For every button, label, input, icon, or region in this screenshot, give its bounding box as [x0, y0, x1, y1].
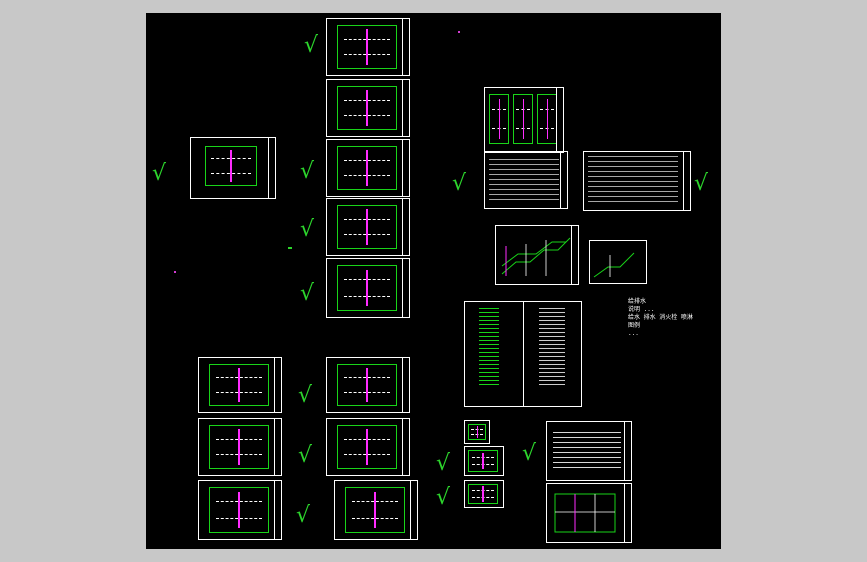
floor-plan	[205, 146, 257, 186]
floor-plan	[345, 487, 405, 533]
check-mark-icon: √	[300, 217, 315, 242]
legend-line: 图例	[628, 322, 641, 329]
check-mark-icon: √	[298, 383, 313, 408]
drawing-sheet-site-plan[interactable]	[190, 137, 276, 199]
drawing-sheet-riser-diagram[interactable]	[464, 301, 582, 407]
title-block	[683, 152, 690, 210]
floor-plan	[209, 487, 269, 533]
check-mark-icon: √	[436, 451, 451, 476]
floor-plan	[209, 364, 269, 406]
drawing-sheet-floor-1[interactable]	[326, 18, 410, 76]
check-mark-icon: √	[436, 485, 451, 510]
drainage-schematic	[593, 252, 635, 278]
check-mark-icon: √	[452, 171, 467, 196]
title-block	[402, 419, 409, 475]
drawing-sheet-floor-3[interactable]	[326, 139, 410, 197]
title-block	[402, 199, 409, 255]
title-block	[402, 80, 409, 136]
title-block	[402, 259, 409, 317]
drawing-sheet-floor-5[interactable]	[326, 258, 410, 318]
design-notes-text	[588, 156, 678, 206]
title-block	[560, 152, 567, 208]
drawing-sheet-material-list[interactable]	[546, 421, 632, 481]
floor-plan	[209, 425, 269, 469]
check-mark-icon: √	[694, 171, 709, 196]
cad-model-space[interactable]: √ √ √ √ √	[146, 13, 721, 549]
title-block	[624, 422, 631, 480]
title-block	[402, 140, 409, 196]
check-mark-icon: √	[152, 161, 167, 186]
pump-room-schematic	[554, 493, 616, 533]
floor-plan	[337, 25, 397, 69]
drawing-sheet-unit-b2[interactable]	[326, 418, 410, 476]
sheet-divider	[523, 302, 524, 406]
check-mark-icon: √	[296, 503, 311, 528]
title-block	[624, 484, 631, 542]
detail-view	[537, 94, 557, 144]
check-mark-icon: √	[300, 159, 315, 184]
drawing-sheet-drainage-diagram[interactable]	[589, 240, 647, 284]
material-table	[553, 428, 621, 472]
water-supply-schematic	[501, 237, 571, 276]
drawing-sheet-equipment-table[interactable]	[484, 151, 568, 209]
drawing-sheet-floor-2[interactable]	[326, 79, 410, 137]
floor-plan	[337, 205, 397, 249]
floor-plan	[337, 364, 397, 406]
title-block	[402, 358, 409, 412]
title-block	[402, 19, 409, 75]
drawing-sheet-pump-room[interactable]	[546, 483, 632, 543]
detail-view	[468, 424, 486, 440]
drawing-sheet-small-3[interactable]	[464, 480, 504, 508]
drawing-sheet-details[interactable]	[484, 87, 564, 153]
detail-view	[489, 94, 509, 144]
legend-line: 给排水	[628, 298, 647, 305]
detail-view	[513, 94, 533, 144]
equipment-table	[489, 156, 559, 204]
drawing-sheet-small-2[interactable]	[464, 446, 504, 476]
legend-line: 说明 ...	[628, 306, 655, 313]
drawing-sheet-floor-4[interactable]	[326, 198, 410, 256]
drawing-sheet-design-notes[interactable]	[583, 151, 691, 211]
drawing-sheet-system-diagram[interactable]	[495, 225, 579, 285]
drawing-sheet-unit-a2[interactable]	[198, 418, 282, 476]
title-block	[268, 138, 275, 198]
detail-view	[468, 450, 498, 472]
title-block	[274, 358, 281, 412]
drawing-sheet-unit-b3[interactable]	[334, 480, 418, 540]
riser-lines-left	[479, 308, 499, 388]
stray-point	[458, 31, 460, 33]
title-block	[556, 88, 563, 152]
title-block	[410, 481, 417, 539]
drawing-sheet-unit-a3[interactable]	[198, 480, 282, 540]
check-mark-icon: √	[298, 443, 313, 468]
drawing-sheet-unit-a1[interactable]	[198, 357, 282, 413]
drawing-sheet-small-1[interactable]	[464, 420, 490, 444]
floor-plan	[337, 146, 397, 190]
title-block	[571, 226, 578, 284]
drawing-sheet-unit-b1[interactable]	[326, 357, 410, 413]
check-mark-icon: √	[304, 33, 319, 58]
check-mark-icon: √	[522, 441, 537, 466]
floor-plan	[337, 425, 397, 469]
legend-notes: 给排水 说明 ... 给水 排水 消火栓 喷淋 图例 ...	[628, 298, 693, 338]
check-mark-icon: √	[300, 281, 315, 306]
floor-plan	[337, 265, 397, 311]
stray-point	[174, 271, 176, 273]
riser-lines-right	[539, 308, 565, 388]
title-block	[274, 419, 281, 475]
legend-line: ...	[628, 330, 639, 337]
floor-plan	[337, 86, 397, 130]
stray-point	[288, 247, 292, 249]
legend-line: 给水 排水 消火栓 喷淋	[628, 314, 693, 321]
title-block	[274, 481, 281, 539]
detail-view	[468, 484, 498, 504]
